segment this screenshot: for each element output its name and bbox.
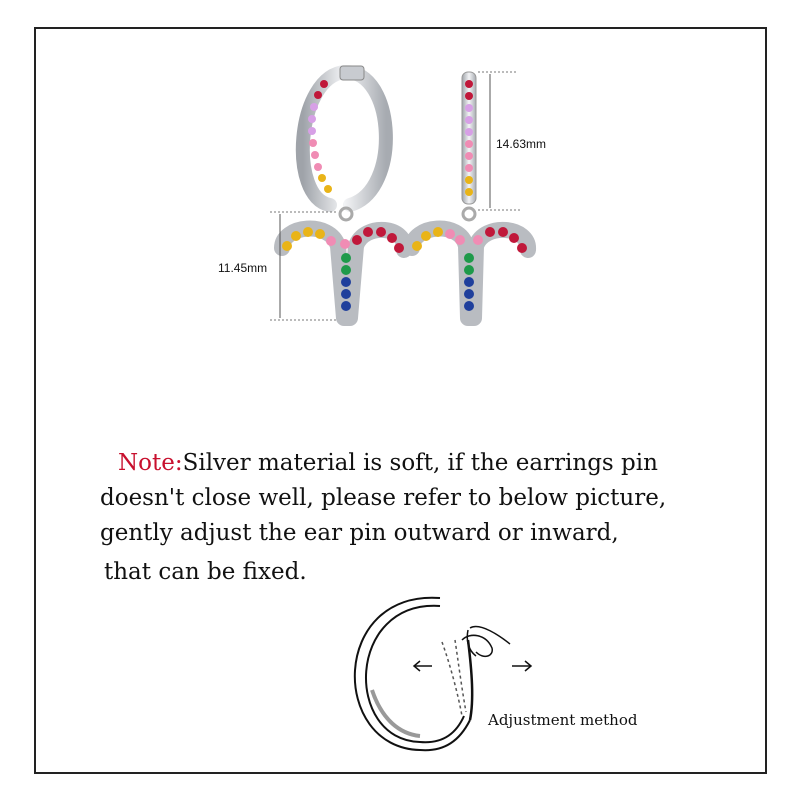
right-earring [404, 71, 536, 326]
adjustment-method-label: Adjustment method [488, 711, 638, 729]
note-prefix: Note: [118, 450, 183, 476]
pendant-height-label: 11.45mm [218, 261, 268, 275]
adjust-hoop-outline [353, 596, 471, 752]
note-line-3: gently adjust the ear pin outward or inw… [100, 520, 619, 546]
adjust-hand [461, 625, 511, 658]
adjustment-diagram [353, 596, 511, 752]
care-note: Note:Silver material is soft, if the ear… [100, 446, 720, 590]
left-hinge [339, 65, 365, 81]
note-line-2: doesn't close well, please refer to belo… [100, 485, 667, 511]
outward-arrow-icon [512, 660, 533, 672]
note-line-1: Note:Silver material is soft, if the ear… [118, 450, 658, 476]
image-frame [34, 27, 767, 774]
hoop-height-label: 14.63mm [496, 137, 547, 151]
inward-arrow-icon [412, 660, 432, 672]
note-line-4: that can be fixed. [104, 559, 307, 585]
left-bail [338, 206, 354, 222]
left-earring [274, 64, 413, 326]
right-bail [461, 206, 477, 222]
right-hoop-side [461, 71, 477, 205]
dimension-guides [270, 71, 520, 321]
